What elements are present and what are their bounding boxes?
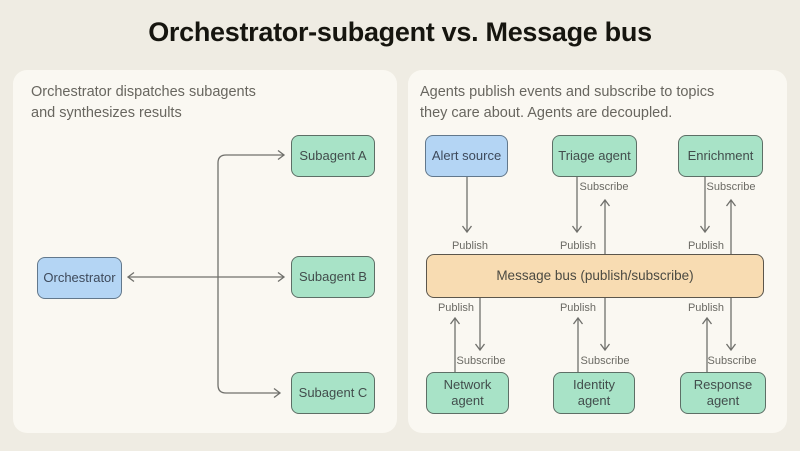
- left-panel-caption: Orchestrator dispatches subagents and sy…: [31, 82, 256, 124]
- identity-subscribe-label: Subscribe: [580, 355, 630, 367]
- alert-publish-label: Publish: [451, 240, 489, 252]
- subagent-a-box: Subagent A: [291, 135, 375, 177]
- identity-agent-line1: Identity: [573, 377, 615, 392]
- enrichment-subscribe-label: Subscribe: [706, 181, 756, 193]
- enrichment-box: Enrichment: [678, 135, 763, 177]
- network-agent-box: Network agent: [426, 372, 509, 414]
- network-subscribe-label: Subscribe: [456, 355, 506, 367]
- alert-source-box: Alert source: [425, 135, 508, 177]
- subagent-b-box: Subagent B: [291, 256, 375, 298]
- connector-tree-trunk: [217, 154, 227, 394]
- response-subscribe-label: Subscribe: [707, 355, 757, 367]
- page-title: Orchestrator-subagent vs. Message bus: [148, 17, 652, 47]
- subagent-c-box: Subagent C: [291, 372, 375, 414]
- right-panel-caption: Agents publish events and subscribe to t…: [420, 82, 714, 124]
- response-agent-label: Response agent: [694, 377, 753, 409]
- identity-agent-label: Identity agent: [573, 377, 615, 409]
- right-caption-line2: they care about. Agents are decoupled.: [420, 105, 673, 121]
- triage-subscribe-label: Subscribe: [579, 181, 629, 193]
- message-bus-box: Message bus (publish/subscribe): [426, 254, 764, 298]
- network-agent-line1: Network: [443, 377, 492, 392]
- response-agent-line2: agent: [706, 393, 740, 408]
- response-agent-box: Response agent: [680, 372, 766, 414]
- network-agent-label: Network agent: [444, 377, 492, 409]
- response-agent-line1: Response: [693, 377, 753, 392]
- orchestrator-box: Orchestrator: [37, 257, 122, 299]
- triage-agent-box: Triage agent: [552, 135, 637, 177]
- response-publish-label: Publish: [687, 302, 725, 314]
- identity-agent-box: Identity agent: [553, 372, 635, 414]
- right-caption-line1: Agents publish events and subscribe to t…: [420, 84, 715, 100]
- triage-publish-label: Publish: [559, 240, 597, 252]
- enrichment-publish-label: Publish: [687, 240, 725, 252]
- left-caption-line1: Orchestrator dispatches subagents: [31, 84, 256, 100]
- network-publish-label: Publish: [437, 302, 475, 314]
- network-agent-line2: agent: [451, 393, 484, 408]
- identity-publish-label: Publish: [559, 302, 597, 314]
- identity-agent-line2: agent: [577, 393, 611, 408]
- left-caption-line2: and synthesizes results: [31, 105, 182, 121]
